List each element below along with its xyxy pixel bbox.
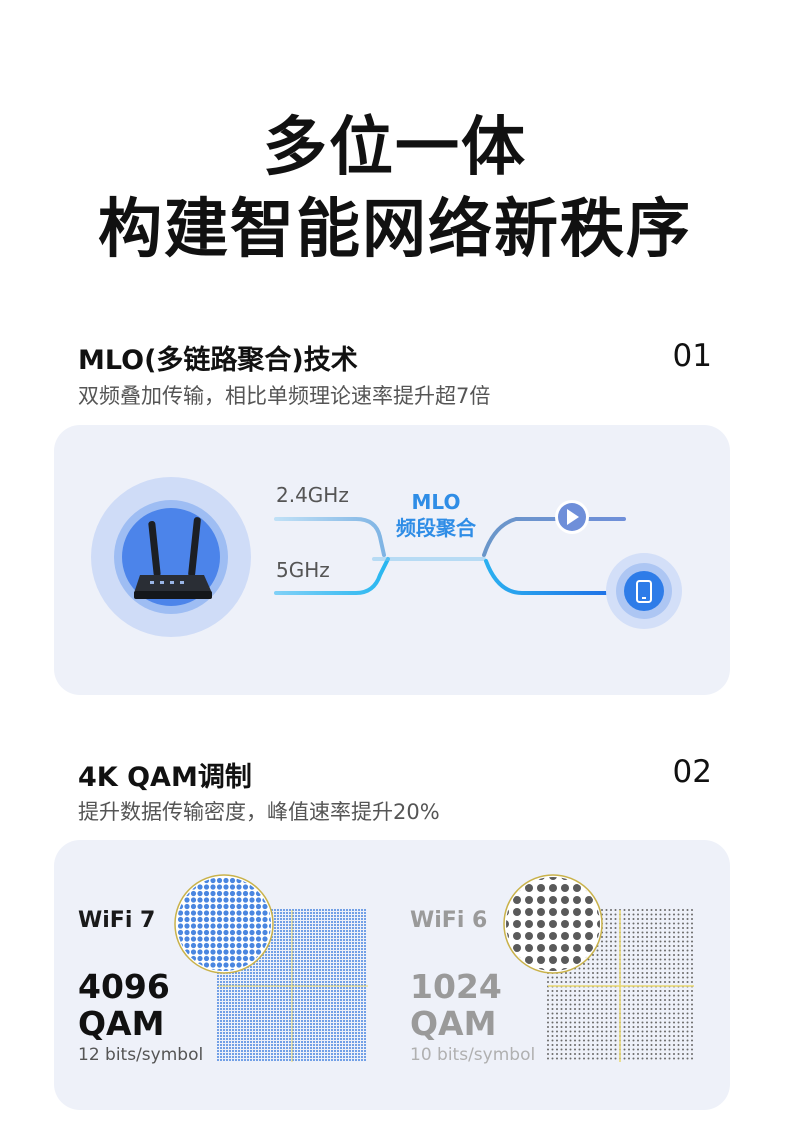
band-label-2-4ghz: 2.4GHz xyxy=(276,483,349,507)
hero-title-line2: 构建智能网络新秩序 xyxy=(98,193,692,267)
wifi6-qam-unit: QAM xyxy=(410,1004,497,1043)
wifi7-label: WiFi 7 xyxy=(78,908,156,933)
mlo-aggregation-label: MLO 频段聚合 xyxy=(376,489,496,541)
wifi6-bits: 10 bits/symbol xyxy=(410,1045,536,1065)
mlo-diagram xyxy=(134,500,682,629)
section1-number: 01 xyxy=(672,338,712,374)
wifi6-label: WiFi 6 xyxy=(410,908,488,933)
wifi7-bits: 12 bits/symbol xyxy=(78,1045,204,1065)
section2-number: 02 xyxy=(672,754,712,790)
wifi7-qam-value: 4096 xyxy=(78,967,170,1006)
hero-title-line1: 多位一体 xyxy=(263,111,527,185)
band-2-4ghz-line xyxy=(274,517,386,557)
band-label-5ghz: 5GHz xyxy=(276,558,330,582)
band-5ghz-line xyxy=(274,557,390,595)
wifi6-magnified-dots xyxy=(506,877,600,971)
wifi6-qam-value: 1024 xyxy=(410,967,502,1006)
wifi7-axes xyxy=(218,910,368,1062)
wifi7-qam-unit: QAM xyxy=(78,1004,165,1043)
wifi6-axes xyxy=(548,910,694,1062)
output-line-bottom xyxy=(484,559,616,595)
router-device xyxy=(134,517,212,599)
section2-subheading: 提升数据传输密度，峰值速率提升20% xyxy=(78,800,440,824)
mlo-label-line1: MLO xyxy=(411,490,461,514)
section1-subheading: 双频叠加传输，相比单频理论速率提升超7倍 xyxy=(78,384,491,408)
section2-heading: 4K QAM调制 xyxy=(78,762,252,793)
mlo-label-line2: 频段聚合 xyxy=(396,516,476,540)
mlo-card: 2.4GHz 5GHz MLO 频段聚合 xyxy=(54,425,730,695)
output-line-top xyxy=(482,517,626,557)
qam-constellations xyxy=(174,874,694,1062)
qam-card: WiFi 7 4096 QAM 12 bits/symbol WiFi 6 10… xyxy=(54,840,730,1110)
section1-heading: MLO(多链路聚合)技术 xyxy=(78,345,358,376)
